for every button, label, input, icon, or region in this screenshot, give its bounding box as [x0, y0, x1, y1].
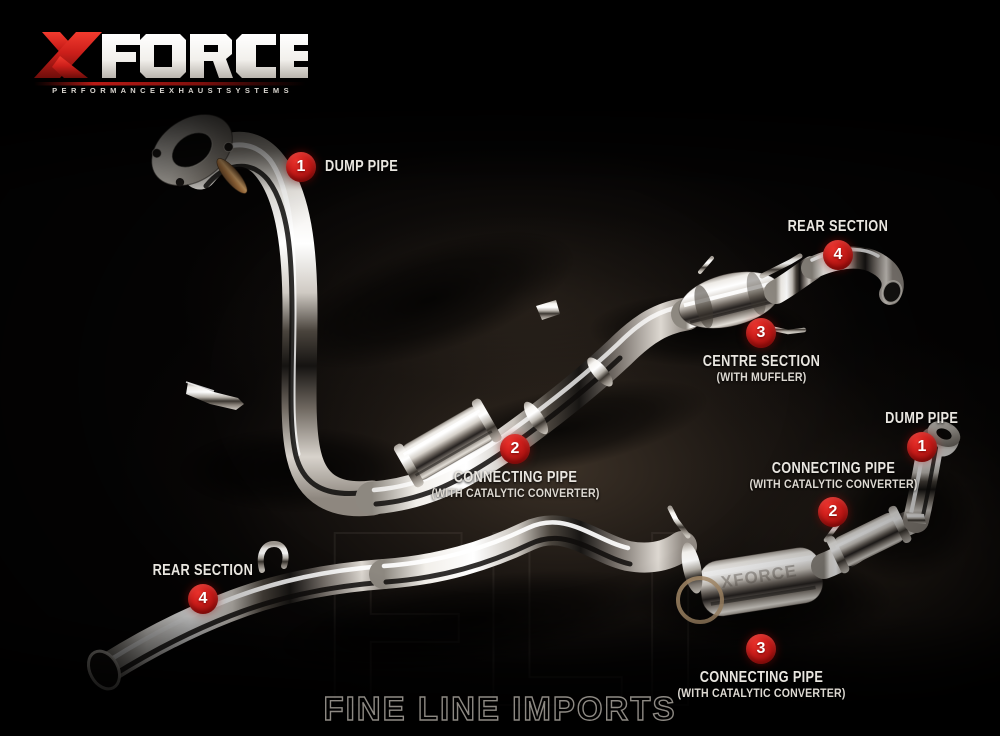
logo-tagline: P E R F O R M A N C E E X H A U S T S Y … — [52, 86, 290, 95]
callout-upper-centre-section-title: CENTRE SECTION — [702, 353, 820, 370]
badge-number-1-lower-text: 1 — [917, 438, 927, 456]
callout-lower-rear-section[interactable]: 4 REAR SECTION — [140, 562, 266, 615]
badge-number-1-lower[interactable]: 1 — [907, 432, 937, 463]
badge-number-2[interactable]: 2 — [500, 434, 530, 464]
callout-upper-dump-pipe-label: DUMP PIPE — [325, 158, 416, 175]
badge-number-4-text: 4 — [833, 246, 843, 264]
callout-lower-centre-section-subtitle: (WITH CATALYTIC CONVERTER) — [748, 477, 918, 492]
callout-lower-connecting-pipe-title: CONNECTING PIPE — [699, 669, 823, 686]
callout-upper-centre-section-label: CENTRE SECTION (WITH MUFFLER) — [688, 353, 835, 385]
callout-upper-centre-section[interactable]: 3 CENTRE SECTION (WITH MUFFLER) — [688, 318, 834, 385]
callout-upper-rear-section-label: REAR SECTION — [775, 218, 901, 235]
callout-upper-connecting-pipe-label: CONNECTING PIPE (WITH CATALYTIC CONVERTE… — [420, 469, 611, 501]
badge-number-3-lower[interactable]: 3 — [746, 634, 776, 664]
callout-upper-connecting-pipe[interactable]: 2 CONNECTING PIPE (WITH CATALYTIC CONVER… — [431, 434, 599, 501]
callout-upper-connecting-pipe-subtitle: (WITH CATALYTIC CONVERTER) — [430, 486, 600, 501]
badge-number-1[interactable]: 1 — [286, 152, 316, 182]
background-bottom-fade — [0, 616, 1000, 736]
callout-lower-rear-section-label: REAR SECTION — [140, 562, 266, 579]
callout-lower-centre-section[interactable]: 2 CONNECTING PIPE (WITH CATALYTIC CONVER… — [749, 460, 917, 528]
badge-number-3[interactable]: 3 — [746, 318, 776, 348]
badge-number-2-lower[interactable]: 2 — [818, 497, 848, 528]
logo-registered-mark: ® — [302, 35, 308, 44]
badge-number-2-text: 2 — [510, 440, 520, 457]
callout-lower-dump-pipe-title: DUMP PIPE — [885, 410, 959, 427]
callout-upper-rear-section-title: REAR SECTION — [787, 218, 889, 235]
logo-force-wordmark — [102, 34, 308, 78]
badge-number-4-lower-text: 4 — [198, 590, 208, 608]
background-top-fade — [0, 0, 1000, 190]
callout-upper-dump-pipe-title: DUMP PIPE — [325, 158, 399, 176]
badge-number-3-lower-text: 3 — [756, 640, 766, 657]
callout-lower-connecting-pipe-label: CONNECTING PIPE (WITH CATALYTIC CONVERTE… — [666, 669, 857, 701]
badge-number-2-lower-text: 2 — [828, 503, 838, 521]
logo-red-rule — [34, 82, 306, 86]
badge-number-1-text: 1 — [296, 158, 306, 175]
callout-lower-connecting-pipe[interactable]: 3 CONNECTING PIPE (WITH CATALYTIC CONVER… — [677, 634, 845, 701]
callout-lower-centre-section-label: CONNECTING PIPE (WITH CATALYTIC CONVERTE… — [738, 460, 929, 492]
callout-lower-dump-pipe-label: DUMP PIPE — [876, 410, 967, 427]
callout-lower-dump-pipe[interactable]: 1 DUMP PIPE — [866, 410, 978, 463]
badge-number-4-lower[interactable]: 4 — [188, 584, 218, 615]
callout-upper-dump-pipe[interactable]: 1 DUMP PIPE — [286, 152, 416, 182]
badge-number-4[interactable]: 4 — [823, 240, 853, 271]
callout-lower-centre-section-title: CONNECTING PIPE — [771, 460, 895, 477]
xforce-logo-svg: ® — [32, 32, 308, 86]
callout-upper-rear-section[interactable]: 4 REAR SECTION — [775, 218, 901, 271]
callout-lower-rear-section-title: REAR SECTION — [152, 562, 254, 579]
callout-upper-centre-section-subtitle: (WITH MUFFLER) — [716, 370, 806, 385]
xforce-logo: ® P E R F O R M A N C E E X H A U S T S … — [30, 26, 308, 100]
callout-upper-connecting-pipe-title: CONNECTING PIPE — [453, 469, 577, 486]
logo-x-glyph — [32, 32, 102, 78]
badge-number-3-text: 3 — [756, 324, 766, 341]
callout-lower-connecting-pipe-subtitle: (WITH CATALYTIC CONVERTER) — [676, 686, 846, 701]
